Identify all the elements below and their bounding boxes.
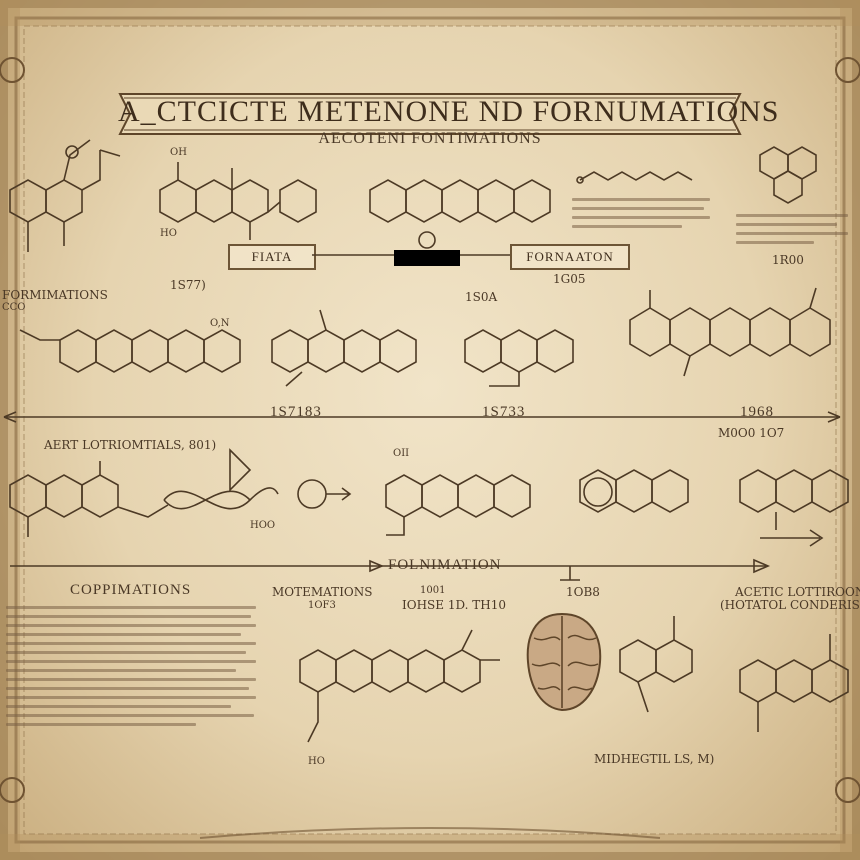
ho-label-bottom: HO <box>308 756 325 767</box>
molecule-top-3 <box>360 160 560 240</box>
molecule-row3-2 <box>376 455 556 545</box>
cauldron-icon <box>282 470 362 530</box>
molecule-row2-2 <box>262 300 432 390</box>
date-center: 1001 <box>420 585 445 596</box>
moteriaton-date: 1OF3 <box>308 600 336 611</box>
right-heading-1: ACETIC LOTTIROONG <box>735 585 860 599</box>
molecule-row2-4 <box>610 280 850 390</box>
molecule-row3-3 <box>560 450 720 540</box>
page-title: A_CTCICTE METENONE ND FORNUMATIONS <box>118 95 742 129</box>
molecule-top-left <box>0 130 130 270</box>
timeline-label-3-sub: M0O0 1O7 <box>718 426 784 440</box>
oh-label-row2: O,N <box>210 318 230 329</box>
ho-label-top: HO <box>160 228 177 239</box>
date-label-4: 1R00 <box>772 253 804 267</box>
text-block-top-right <box>736 214 848 250</box>
molecule-row3-1 <box>0 455 180 555</box>
date-label-3: 1G05 <box>553 272 586 286</box>
timeline-label-1: 1S7183 <box>270 404 322 421</box>
molecule-top-right <box>750 130 830 200</box>
molecule-top-2 <box>150 150 350 250</box>
copp-heading: COPPIMATIONS <box>70 582 191 599</box>
page-subtitle: AECOTENI FONTIMATIONS <box>260 130 600 148</box>
box-label-left: FIATA <box>228 244 316 270</box>
molecule-top-chain <box>570 160 710 200</box>
hourglass-icon <box>392 230 462 270</box>
molecule-row2-3 <box>455 300 605 390</box>
molecule-bottom-center <box>290 620 510 750</box>
ho-label-row3: HOO <box>250 520 275 531</box>
timeline-label-2: 1S733 <box>482 404 525 421</box>
timeline-arrow-1 <box>0 410 860 424</box>
molecule-row3-4 <box>730 450 850 560</box>
molecule-bottom-right-1 <box>610 610 710 730</box>
oh-label-top: OH <box>170 147 187 158</box>
moteriaton-label: MOTEMATIONS <box>272 585 373 599</box>
bottom-caption: MIDHEGTIL LS, M) <box>594 752 714 766</box>
brain-icon <box>522 608 604 716</box>
formation-label: FOLNIMATION <box>388 557 502 574</box>
molecule-bottom-right-2 <box>730 620 850 750</box>
timeline-label-3: 1968 <box>740 404 774 421</box>
section-heading-left: FORMIMATIONS <box>2 288 108 302</box>
date-label-1: 1S77) <box>170 278 206 292</box>
box-label-right: FORNAATON <box>510 244 630 270</box>
formation-date: 1OB8 <box>566 585 600 599</box>
text-block-bottom-left <box>6 606 256 732</box>
right-heading-2: (HOTATOL CONDERISIL) <box>720 598 860 612</box>
lohse-label: IOHSE 1D. TH10 <box>402 598 506 612</box>
oh-label-row3: OII <box>393 448 409 459</box>
text-block-top-center <box>572 198 710 234</box>
